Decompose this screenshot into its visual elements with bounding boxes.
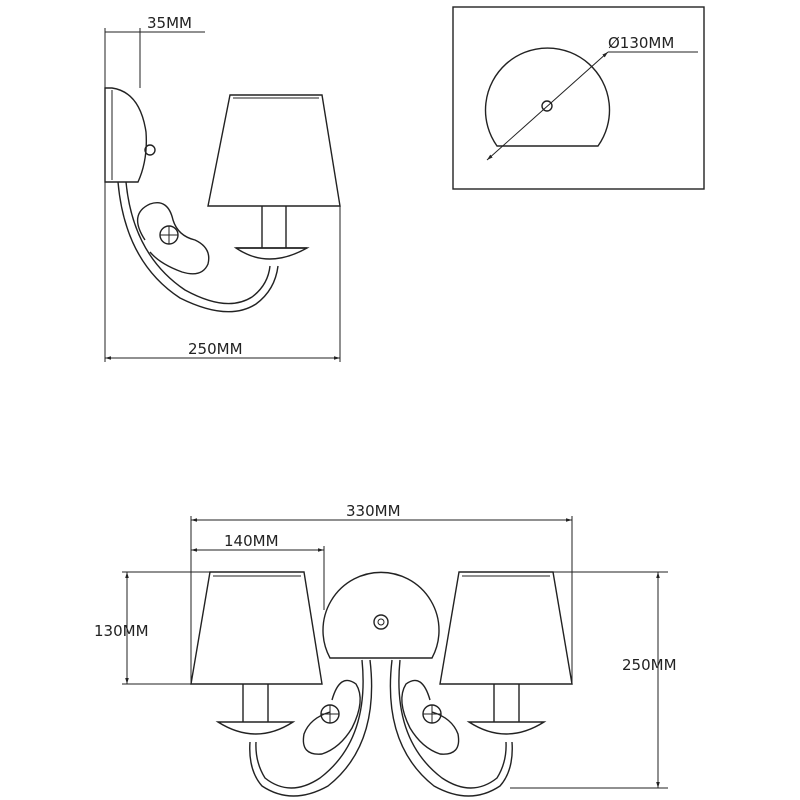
front-total-height-label: 250MM	[622, 656, 677, 674]
right-arm	[389, 659, 513, 797]
left-arm	[249, 659, 373, 797]
front-shade-height-dimension: 130MM	[94, 571, 210, 685]
left-shade	[190, 571, 323, 685]
side-width-label: 250MM	[188, 340, 243, 358]
right-candle-holder	[466, 684, 547, 735]
front-screw-icon	[373, 614, 389, 630]
side-arm	[117, 181, 279, 313]
front-total-height-dimension: 250MM	[510, 571, 677, 789]
right-shade	[439, 571, 573, 685]
side-wall-plate	[104, 87, 156, 183]
side-depth-dimension: 35MM	[104, 14, 205, 88]
plate-diameter-label: Ø130MM	[608, 34, 674, 52]
front-total-width-label: 330MM	[346, 502, 401, 520]
left-candle-holder	[215, 684, 296, 735]
plate-outline	[484, 47, 611, 147]
front-wall-plate	[322, 571, 440, 659]
side-width-dimension: 250MM	[104, 182, 341, 362]
side-candle-holder	[233, 206, 310, 260]
side-depth-label: 35MM	[147, 14, 192, 32]
side-shade	[207, 94, 341, 207]
plate-detail: Ø130MM	[452, 6, 705, 190]
plate-detail-frame	[452, 6, 705, 190]
front-view: 330MM 140MM 130MM 250MM	[94, 502, 677, 797]
side-screw-icon	[144, 144, 156, 156]
side-view: 35MM 250MM	[104, 14, 341, 362]
front-arm-width-label: 140MM	[224, 532, 279, 550]
front-arm-width-dimension: 140MM	[191, 532, 325, 610]
front-shade-height-label: 130MM	[94, 622, 149, 640]
front-total-width-dimension: 330MM	[190, 502, 573, 684]
